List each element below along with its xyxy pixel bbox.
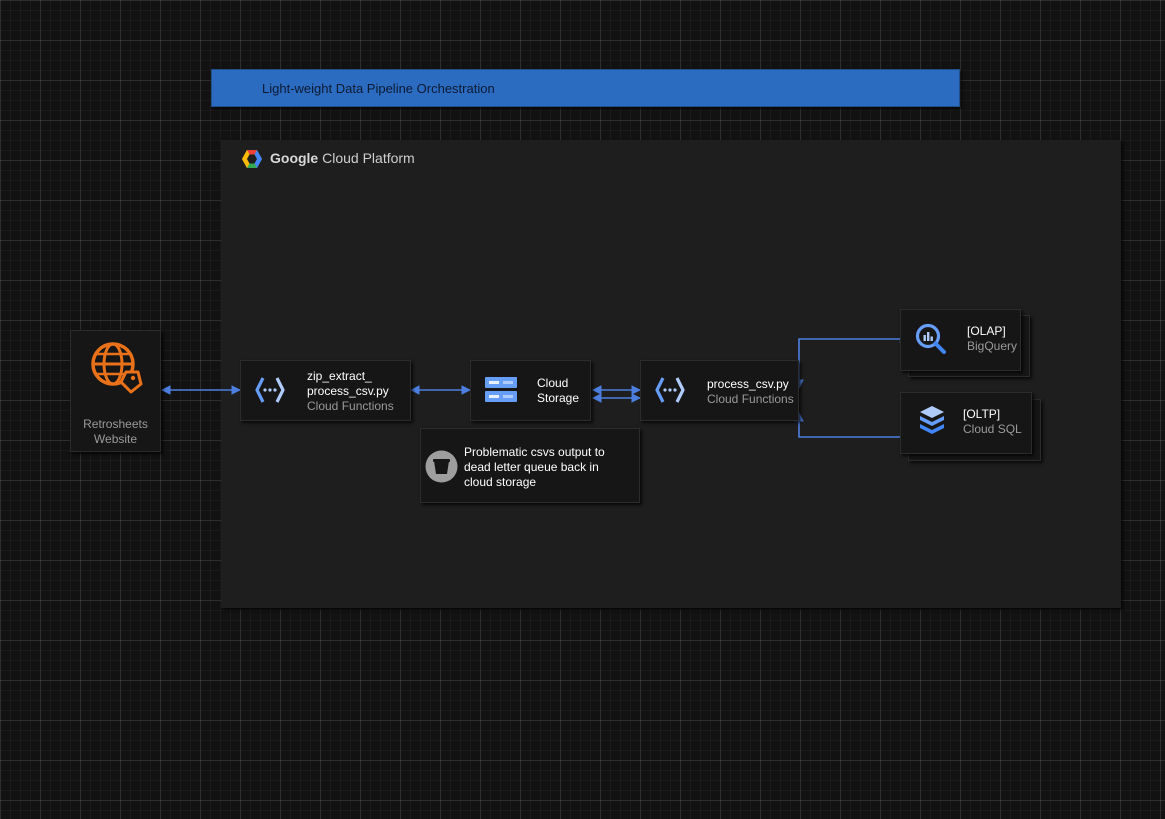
globe-tag-icon <box>91 342 143 394</box>
gcp-brand: Google <box>270 150 319 166</box>
bucket-icon <box>425 450 458 483</box>
gcp-logo-icon <box>242 150 262 168</box>
cloud-sql-icon <box>920 406 944 434</box>
process-function-service: Cloud Functions <box>707 392 794 406</box>
cloudsql-node[interactable]: [OLTP] Cloud SQL <box>900 392 1032 454</box>
cloud-storage-icon <box>485 377 517 402</box>
website-label-2: Website <box>93 432 138 446</box>
oltp-label: [OLTP] <box>963 407 1001 421</box>
gcp-product: Cloud Platform <box>322 150 415 166</box>
zip-function-service: Cloud Functions <box>307 399 394 413</box>
zip-function-name-2: process_csv.py <box>307 384 389 398</box>
cloud-functions-icon <box>255 377 285 403</box>
cloud-storage-node[interactable]: Cloud Storage <box>470 360 591 421</box>
process-function-name: process_csv.py <box>707 377 789 391</box>
process-csv-function-node[interactable]: process_csv.py Cloud Functions <box>640 360 799 421</box>
storage-label-1: Cloud <box>537 376 569 390</box>
edge-process-cloudsql <box>794 412 913 438</box>
edge-process-bigquery <box>794 338 909 389</box>
olap-service: BigQuery <box>967 339 1018 353</box>
storage-label-2: Storage <box>537 391 580 405</box>
dead-letter-text: Problematic csvs output to dead letter q… <box>464 445 605 489</box>
diagram-title: Light-weight Data Pipeline Orchestration <box>262 81 495 96</box>
website-label-1: Retrosheets <box>83 417 148 431</box>
gcp-title: Google Cloud Platform <box>270 150 415 166</box>
bigquery-node[interactable]: [OLAP] BigQuery <box>900 309 1021 371</box>
cloud-functions-icon <box>655 377 685 403</box>
zip-function-name-1: zip_extract_ <box>307 369 372 383</box>
zip-extract-function-node[interactable]: zip_extract_ process_csv.py Cloud Functi… <box>240 360 411 421</box>
oltp-service: Cloud SQL <box>963 422 1022 436</box>
bigquery-icon <box>915 323 946 354</box>
title-banner: Light-weight Data Pipeline Orchestration <box>211 69 960 107</box>
dead-letter-node[interactable]: Problematic csvs output to dead letter q… <box>420 428 640 503</box>
website-node[interactable]: Retrosheets Website <box>70 330 161 452</box>
olap-label: [OLAP] <box>967 324 1006 338</box>
